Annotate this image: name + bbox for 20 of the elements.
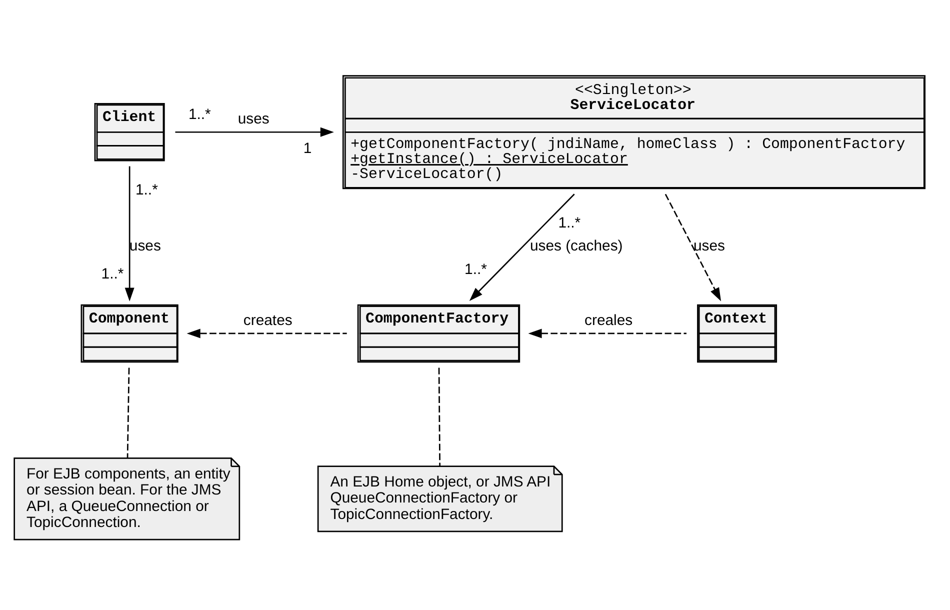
node-label: 1 <box>303 141 312 158</box>
edge-label: uses <box>129 238 161 254</box>
edge-label: uses (caches) <box>530 238 623 254</box>
node-label: 1..* <box>558 215 581 232</box>
edge-label: uses <box>238 112 270 128</box>
node-label: 1..* <box>136 182 158 199</box>
arrow <box>175 127 334 137</box>
arrow <box>124 166 134 302</box>
node-label: 1..* <box>101 266 124 283</box>
edge-label: creales <box>584 313 633 330</box>
edge-label: uses <box>693 238 725 254</box>
arrow <box>186 328 347 338</box>
arrow <box>469 194 575 301</box>
node-label: 1..* <box>464 262 487 278</box>
edge-label: creates <box>243 313 292 330</box>
arrow <box>528 328 686 338</box>
connector <box>438 368 440 466</box>
connector <box>126 368 130 458</box>
arrow <box>664 194 722 302</box>
node-label: 1..* <box>188 106 211 123</box>
